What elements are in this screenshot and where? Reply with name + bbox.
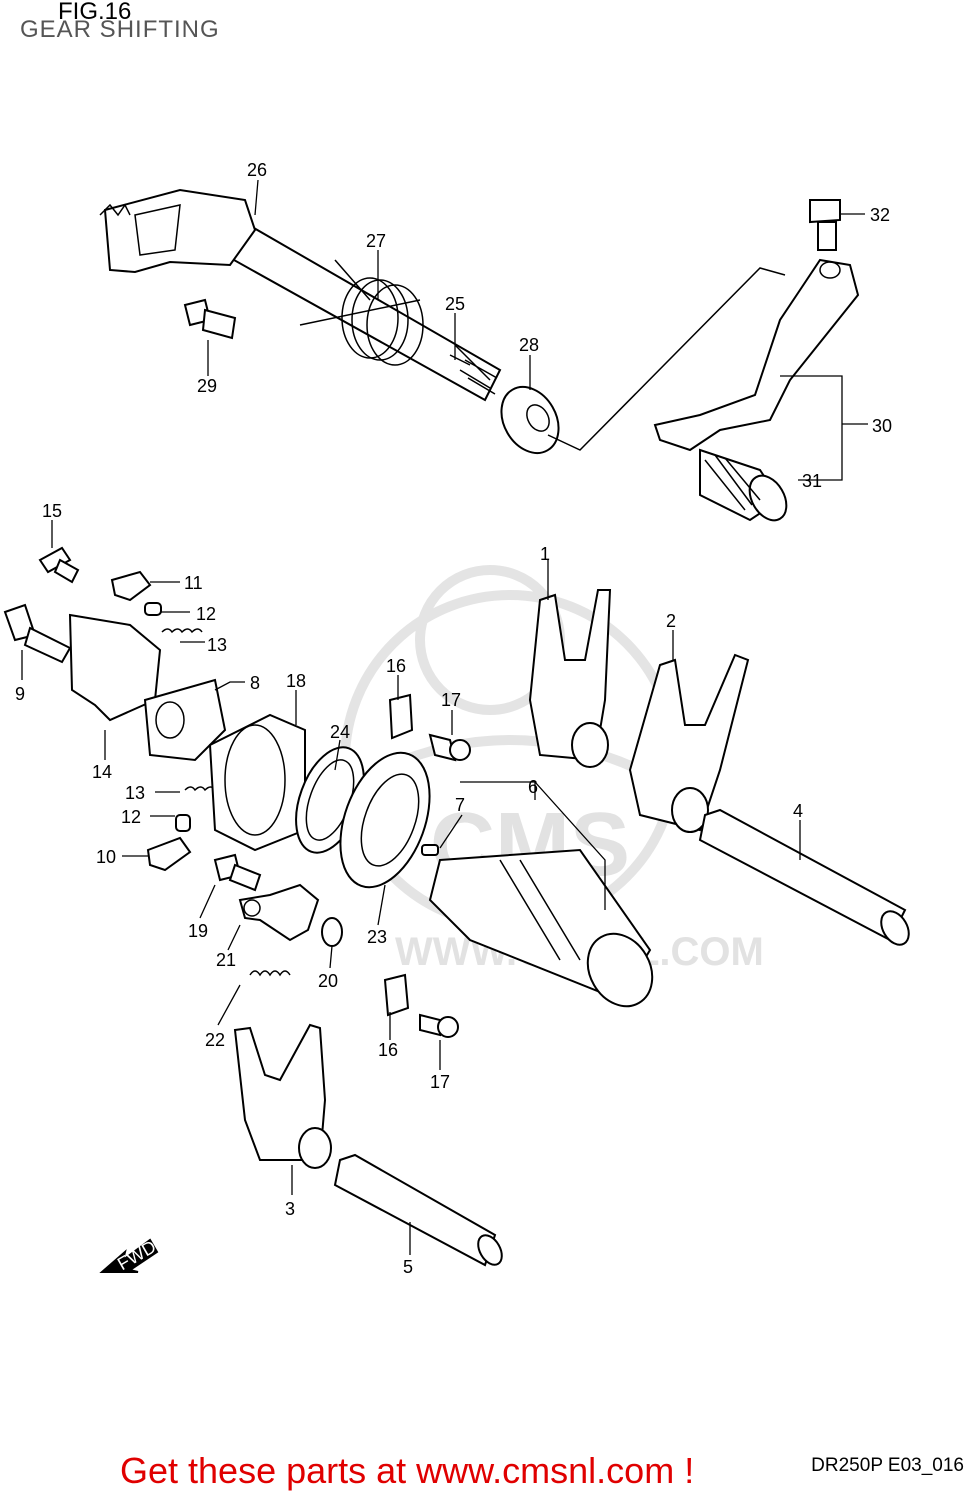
callout-32: 32 [870,205,890,225]
callout-labels: 1 2 3 4 5 6 7 8 9 10 11 12 12 13 13 14 1… [15,160,892,1277]
figure-title: FIG.16 [58,0,132,25]
callout-31: 31 [802,471,822,491]
callout-22: 22 [205,1030,225,1050]
callout-25: 25 [445,294,465,314]
callout-3: 3 [285,1199,295,1219]
shift-cam-driven-assembly [3,546,431,889]
reference-code: DR250P E03_016 [811,1455,964,1476]
lower-small-parts [213,693,471,1038]
figure-subtitle: GEAR SHIFTING [20,16,220,43]
gearshift-shaft-assembly [99,188,860,522]
leader-lines [21,179,868,1255]
callout-27: 27 [366,231,386,251]
callout-13-lower: 13 [125,783,145,803]
callout-15: 15 [42,501,62,521]
callout-4: 4 [793,801,803,821]
callout-9: 9 [15,684,25,704]
fork-shaft-5 [333,1153,503,1267]
shift-fork-2 [628,653,750,833]
callout-17-lower: 17 [430,1072,450,1092]
callout-5: 5 [403,1257,413,1277]
callout-11: 11 [184,573,203,593]
callout-13-upper: 13 [207,635,227,655]
callout-14: 14 [92,762,112,782]
gearshift-cam [421,844,654,1008]
callout-23: 23 [367,927,387,947]
shift-fork-3 [233,1023,332,1169]
callout-18: 18 [286,671,306,691]
fork-shaft-4 [698,808,910,946]
callout-30: 30 [872,416,892,436]
callout-29: 29 [197,376,217,396]
shift-fork-1 [528,589,612,768]
callout-28: 28 [519,335,539,355]
callout-2: 2 [666,611,676,631]
callout-16-upper: 16 [386,656,406,676]
callout-12-upper: 12 [196,604,216,624]
callout-6: 6 [528,777,538,797]
callout-10: 10 [96,847,116,867]
fwd-direction-marker: FWD [99,1236,159,1274]
callout-1: 1 [540,544,550,564]
fwd-label: FWD [114,1236,159,1274]
callout-7: 7 [455,795,465,815]
callout-8: 8 [250,673,260,693]
callout-24: 24 [330,722,350,742]
callout-16-lower: 16 [378,1040,398,1060]
get-parts-link[interactable]: Get these parts at www.cmsnl.com ! [120,1450,695,1491]
callout-21: 21 [216,950,236,970]
callout-19: 19 [188,921,208,941]
callout-26: 26 [247,160,267,180]
callout-17-upper: 17 [441,690,461,710]
callout-12-lower: 12 [121,807,141,827]
callout-20: 20 [318,971,338,991]
arrow-left-icon [99,1238,159,1273]
